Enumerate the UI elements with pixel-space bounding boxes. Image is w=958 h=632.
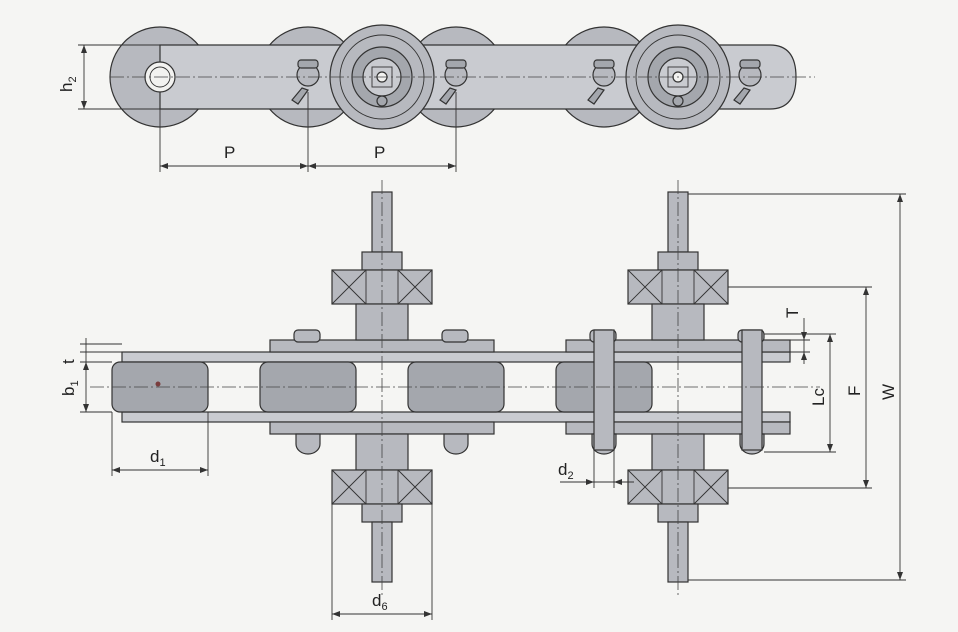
label-pitch-2: P xyxy=(374,143,385,162)
front-plate-bottom xyxy=(121,411,791,423)
top-pin-2 xyxy=(439,59,468,105)
label-pitch-1: P xyxy=(224,143,235,162)
d1-dimension xyxy=(111,412,209,476)
label-W: W xyxy=(879,384,898,400)
front-pin-end xyxy=(741,329,763,451)
label-d2: d2 xyxy=(558,460,574,482)
front-roller-dot xyxy=(155,381,161,387)
d2-dimension xyxy=(560,450,634,488)
d6-dimension xyxy=(331,504,433,620)
F-dimension xyxy=(728,286,872,489)
front-view: t b1 d1 d2 d6 xyxy=(59,180,906,620)
label-d1: d1 xyxy=(150,447,166,469)
label-T: T xyxy=(783,308,802,318)
label-b1: b1 xyxy=(59,380,81,396)
top-pin-4 xyxy=(733,59,762,105)
top-pin-1 xyxy=(291,59,320,105)
front-plate-top xyxy=(121,351,791,363)
Lc-dimension xyxy=(764,333,836,453)
top-view: h2 P P xyxy=(57,24,815,172)
front-pin-d2 xyxy=(593,329,615,451)
t-b1-dimension xyxy=(80,338,122,413)
label-d6: d6 xyxy=(372,591,388,613)
label-F: F xyxy=(845,386,864,396)
pitch-dimension xyxy=(159,92,457,172)
top-pin-3 xyxy=(587,59,616,105)
label-h2: h2 xyxy=(57,76,79,92)
label-t: t xyxy=(59,359,78,364)
label-Lc: Lc xyxy=(809,388,828,406)
T-dimension xyxy=(790,318,810,364)
h2-dimension xyxy=(78,44,160,110)
W-dimension xyxy=(688,193,906,581)
